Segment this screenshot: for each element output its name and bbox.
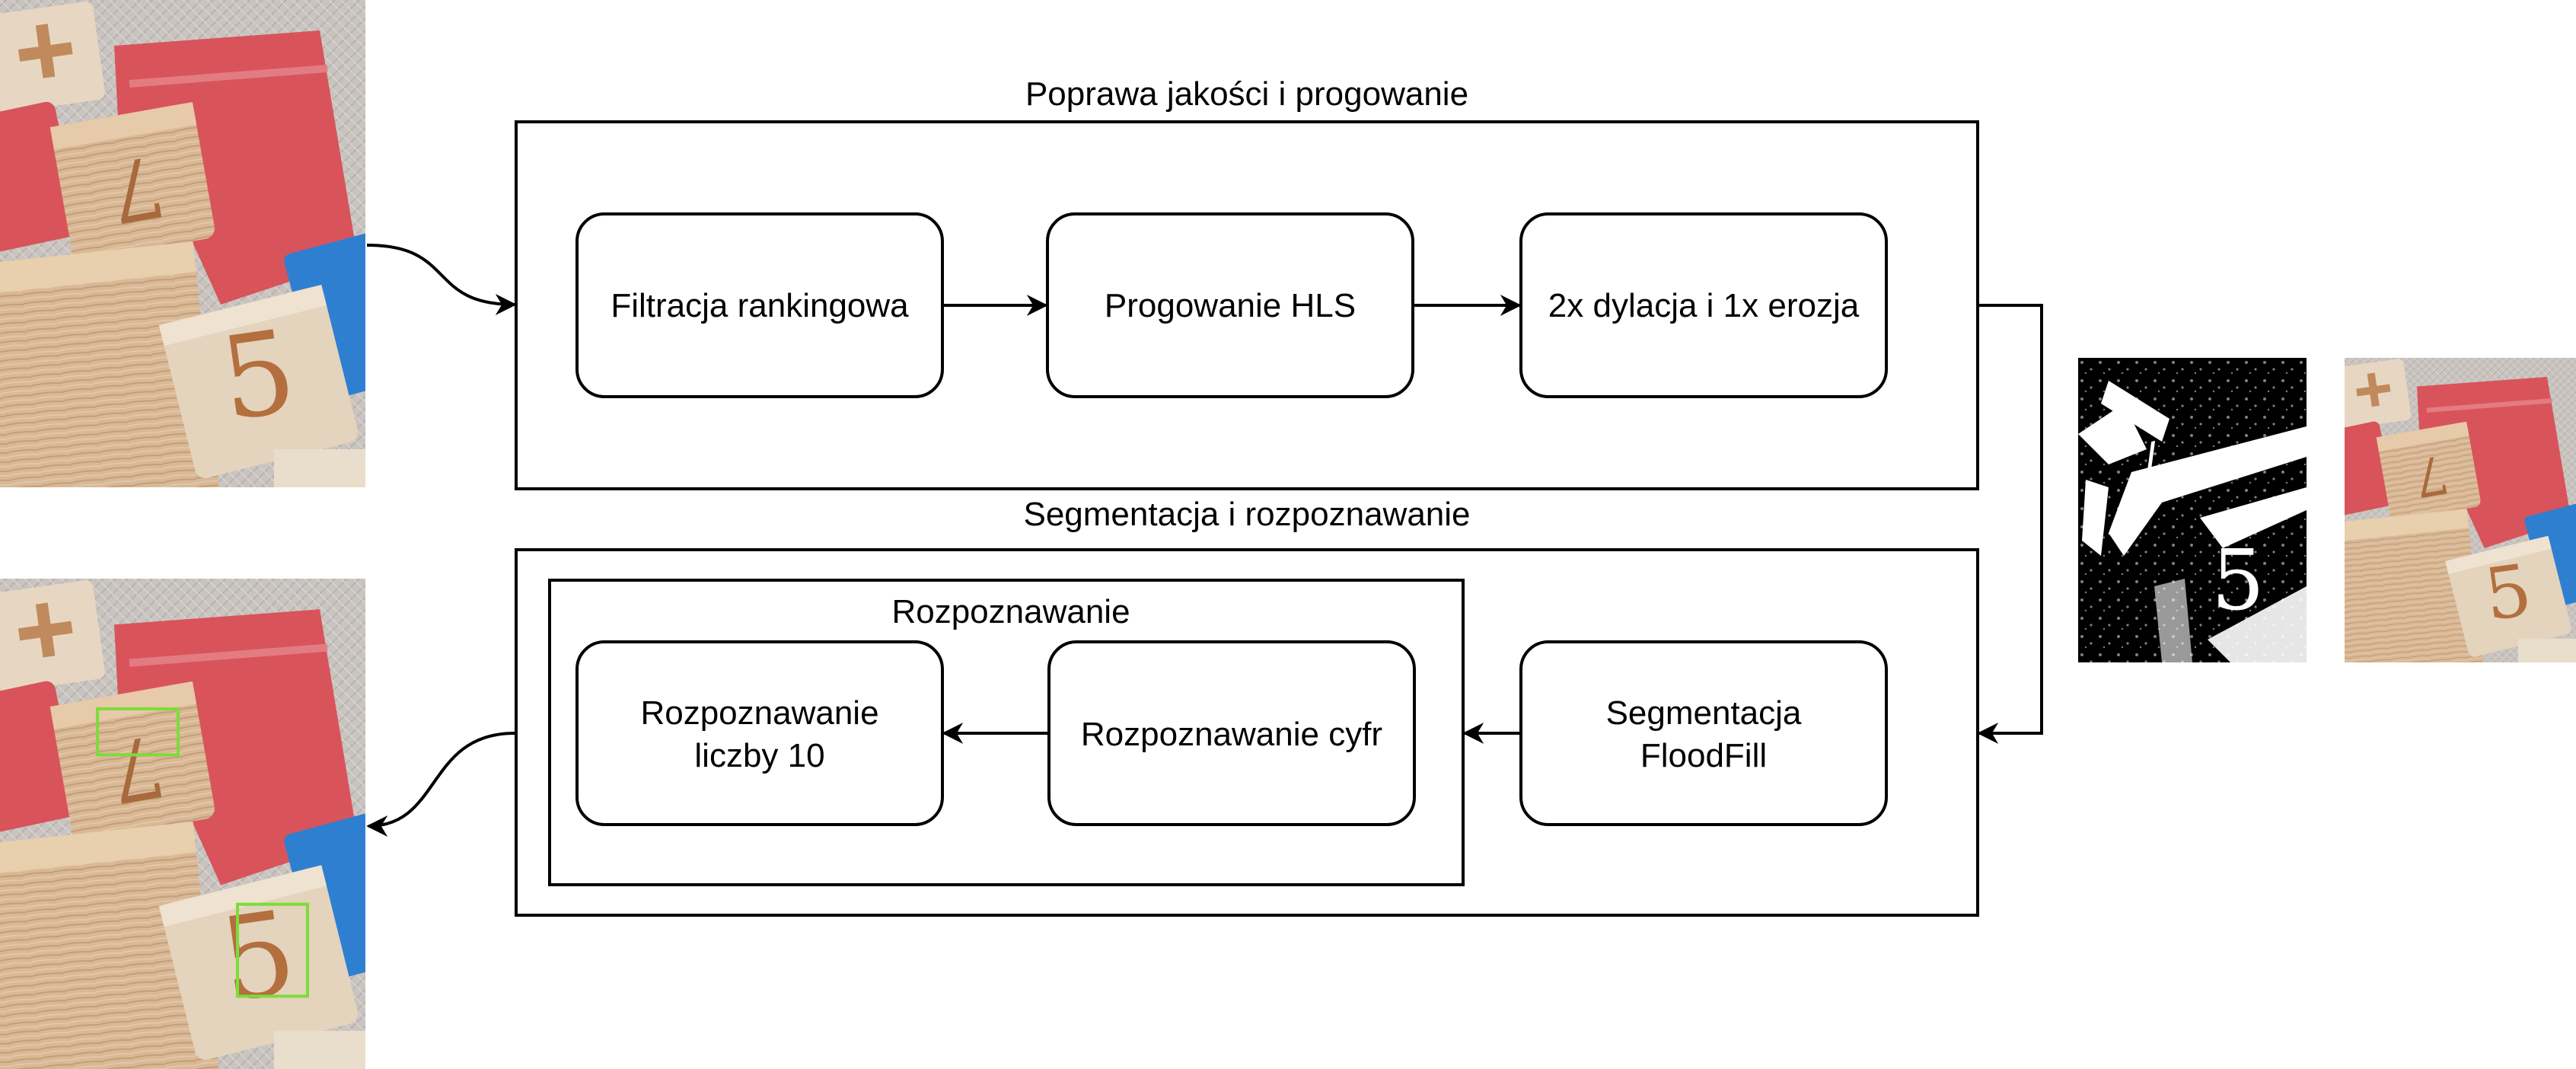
- recognition-group-title: Rozpoznawanie: [891, 593, 1130, 630]
- digit-recognition-label: Rozpoznawanie cyfr: [1081, 716, 1382, 753]
- ranking-filter-label: Filtracja rankingowa: [611, 287, 909, 324]
- binary-mask-image: 7 5: [2078, 358, 2307, 662]
- segmentation-to-output-arrow: [366, 732, 515, 837]
- binary-five-glyph: 5: [2211, 531, 2265, 629]
- floodfill-label-line2: FloodFill: [1640, 737, 1767, 774]
- hls-threshold-label: Progowanie HLS: [1105, 287, 1356, 324]
- ranking-filter-box: [575, 212, 944, 398]
- floodfill-box: [1519, 640, 1888, 826]
- number10-recognition-label-line2: liczby 10: [694, 737, 824, 774]
- input-image: + 7 5: [0, 0, 410, 515]
- morphology-label: 2x dylacja i 1x erozja: [1548, 287, 1860, 324]
- detection-box-five: [236, 902, 309, 998]
- thumbnail-image: + 7 5: [2322, 358, 2576, 679]
- detection-box-seven: [96, 707, 180, 757]
- input-plus-glyph: +: [27, 23, 62, 91]
- input-to-enhancement-arrow: [366, 244, 517, 315]
- segmentation-group-title: Segmentacja i rozpoznawanie: [1023, 496, 1470, 533]
- enhancement-group-title: Poprawa jakości i progowanie: [1025, 75, 1468, 113]
- floodfill-label-line1: Segmentacja: [1606, 694, 1802, 732]
- thumbnail-plus-glyph: +: [2361, 372, 2384, 415]
- digit-recognition-box: [1047, 640, 1416, 826]
- output-plus-glyph: +: [27, 602, 62, 670]
- number10-recognition-label-line1: Rozpoznawanie: [640, 694, 878, 732]
- number10-recognition-box: [575, 640, 944, 826]
- output-image: + 7 5: [0, 579, 410, 1069]
- enhancement-to-segmentation-connector: [1977, 304, 2043, 744]
